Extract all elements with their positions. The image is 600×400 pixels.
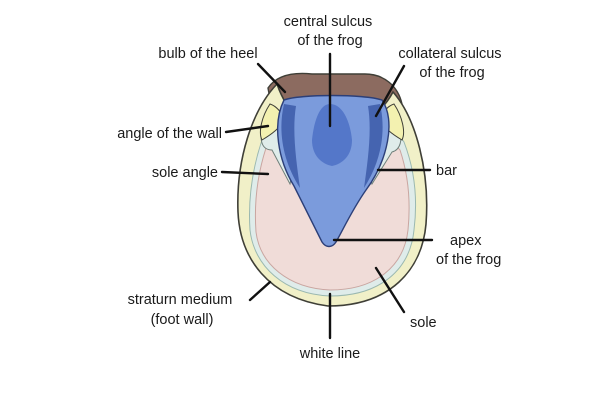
leader-collateral-sulcus xyxy=(374,64,406,118)
leader-bulb-heel xyxy=(256,62,287,94)
central-sulcus-shape xyxy=(312,104,352,166)
collateral-sulcus-right-shape xyxy=(364,104,383,188)
label-bulb-heel: bulb of the heel xyxy=(158,46,257,62)
label-bar: bar xyxy=(436,163,457,179)
wall-angle-left-shape xyxy=(259,103,285,141)
label-central-sulcus: central sulcus of the frog xyxy=(284,14,377,49)
leader-angle-wall xyxy=(224,124,270,134)
label-sole-angle: sole angle xyxy=(152,165,218,181)
label-apex-frog: apex of the frog xyxy=(436,233,501,268)
leader-sole-angle xyxy=(220,170,270,176)
label-sole: sole xyxy=(410,315,437,331)
leader-sole xyxy=(374,266,406,314)
leader-stratum-medium xyxy=(248,280,272,302)
label-white-line: white line xyxy=(299,346,360,362)
label-collateral-sulcus: collateral sulcus of the frog xyxy=(398,46,505,81)
collateral-sulcus-left-shape xyxy=(281,104,300,188)
label-angle-wall: angle of the wall xyxy=(117,126,222,142)
frog-shape xyxy=(277,94,390,248)
label-stratum-medium: straturn medium (foot wall) xyxy=(128,292,237,328)
